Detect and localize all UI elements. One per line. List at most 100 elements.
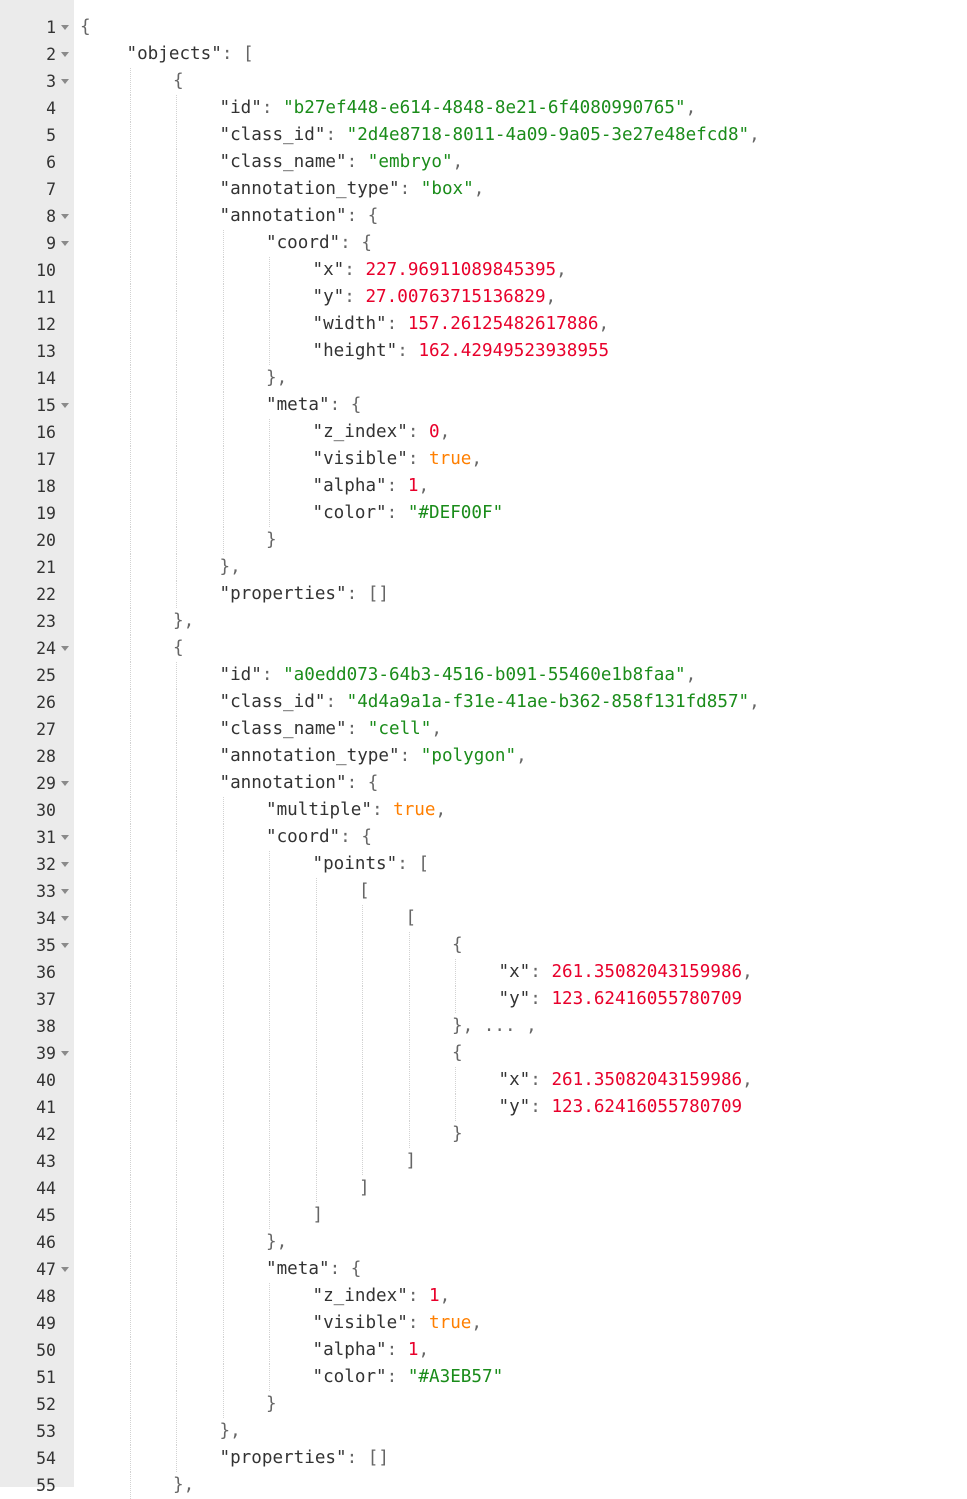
code-token: "annotation_type" — [219, 746, 400, 766]
fold-toggle-icon[interactable] — [61, 79, 69, 84]
line-number: 24 — [36, 639, 56, 658]
indent-guide — [315, 1067, 317, 1094]
indent-guide — [222, 392, 224, 419]
code-line: 43] — [0, 1148, 967, 1175]
code-token: } — [266, 530, 277, 550]
indent-guide — [129, 1013, 131, 1040]
indent-guide — [129, 554, 131, 581]
code-line: 38}, ... , — [0, 1013, 967, 1040]
indent-guide — [269, 851, 270, 878]
code-token: 1 — [407, 476, 419, 496]
code-token: }, — [219, 1421, 241, 1441]
fold-toggle-icon[interactable] — [61, 403, 69, 408]
indent-guide — [129, 446, 131, 473]
code-token: "embryo" — [367, 152, 453, 172]
indent-guide — [362, 986, 363, 1013]
indent-guide — [315, 1040, 317, 1067]
indent-guide — [269, 1337, 270, 1364]
code-text: "annotation_type": "box", — [220, 176, 485, 203]
code-text: "meta": { — [266, 392, 361, 419]
code-token: 261.35082043159986 — [551, 1070, 743, 1090]
line-number: 15 — [36, 396, 56, 415]
code-text: "annotation": { — [220, 203, 379, 230]
fold-toggle-icon[interactable] — [61, 1051, 69, 1056]
code-line: 39{ — [0, 1040, 967, 1067]
code-token: "coord" — [266, 233, 341, 253]
code-text: "class_id": "4d4a9a1a-f31e-41ae-b362-858… — [220, 689, 760, 716]
code-line: 44] — [0, 1175, 967, 1202]
code-token: "meta" — [266, 1259, 330, 1279]
code-line: 47"meta": { — [0, 1256, 967, 1283]
fold-toggle-icon[interactable] — [61, 214, 69, 219]
line-number: 2 — [46, 45, 56, 64]
indent-guide — [455, 1067, 456, 1094]
indent-guide — [362, 1094, 363, 1121]
fold-toggle-icon[interactable] — [61, 889, 69, 894]
indent-guide — [408, 1067, 410, 1094]
code-token: : { — [340, 827, 372, 847]
line-number: 36 — [36, 963, 56, 982]
code-text: "alpha": 1, — [313, 473, 430, 500]
fold-toggle-icon[interactable] — [61, 646, 69, 651]
indent-guide — [129, 527, 131, 554]
indent-guide — [222, 500, 224, 527]
line-number: 47 — [36, 1260, 56, 1279]
code-line: 55}, — [0, 1472, 967, 1499]
indent-guide — [129, 68, 131, 95]
indent-guide — [129, 608, 131, 635]
code-token: ] — [359, 1178, 370, 1198]
indent-guide — [176, 311, 177, 338]
indent-guide — [129, 95, 131, 122]
code-token: : — [399, 179, 421, 199]
line-number: 33 — [36, 882, 56, 901]
indent-guide — [222, 1310, 224, 1337]
indent-guide — [222, 527, 224, 554]
indent-guide — [269, 1364, 270, 1391]
indent-guide — [269, 1202, 270, 1229]
code-line: 41"y": 123.62416055780709 — [0, 1094, 967, 1121]
indent-guide — [129, 932, 131, 959]
code-token: , — [742, 962, 753, 982]
line-number: 51 — [36, 1368, 56, 1387]
indent-guide — [222, 1121, 224, 1148]
code-token: "height" — [312, 341, 398, 361]
indent-guide — [315, 959, 317, 986]
line-number: 43 — [36, 1152, 56, 1171]
code-text: "color": "#DEF00F" — [313, 500, 504, 527]
code-text: { — [452, 932, 463, 959]
indent-guide — [176, 1175, 177, 1202]
indent-guide — [176, 851, 177, 878]
indent-guide — [176, 1391, 177, 1418]
code-line: 29"annotation": { — [0, 770, 967, 797]
code-token: }, — [266, 368, 288, 388]
code-line: 1{ — [0, 14, 967, 41]
fold-toggle-icon[interactable] — [61, 25, 69, 30]
code-token: "y" — [312, 287, 345, 307]
code-token: "x" — [498, 962, 531, 982]
fold-toggle-icon[interactable] — [61, 835, 69, 840]
indent-guide — [129, 392, 131, 419]
fold-toggle-icon[interactable] — [61, 916, 69, 921]
fold-toggle-icon[interactable] — [61, 862, 69, 867]
fold-toggle-icon[interactable] — [61, 241, 69, 246]
code-line: 23}, — [0, 608, 967, 635]
fold-toggle-icon[interactable] — [61, 52, 69, 57]
fold-toggle-icon[interactable] — [61, 781, 69, 786]
code-token: : — [530, 1097, 552, 1117]
code-text: "points": [ — [313, 851, 430, 878]
code-text: } — [266, 527, 277, 554]
indent-guide — [176, 1364, 177, 1391]
indent-guide — [269, 473, 270, 500]
indent-guide — [269, 1310, 270, 1337]
indent-guide — [176, 1121, 177, 1148]
indent-guide — [129, 1256, 131, 1283]
line-number: 54 — [36, 1449, 56, 1468]
line-number-gutter — [0, 0, 74, 1487]
fold-toggle-icon[interactable] — [61, 943, 69, 948]
fold-toggle-icon[interactable] — [61, 1267, 69, 1272]
code-token: , — [556, 260, 567, 280]
indent-guide — [269, 338, 270, 365]
code-line: 6"class_name": "embryo", — [0, 149, 967, 176]
code-token: "a0edd073-64b3-4516-b091-55460e1b8faa" — [283, 665, 686, 685]
